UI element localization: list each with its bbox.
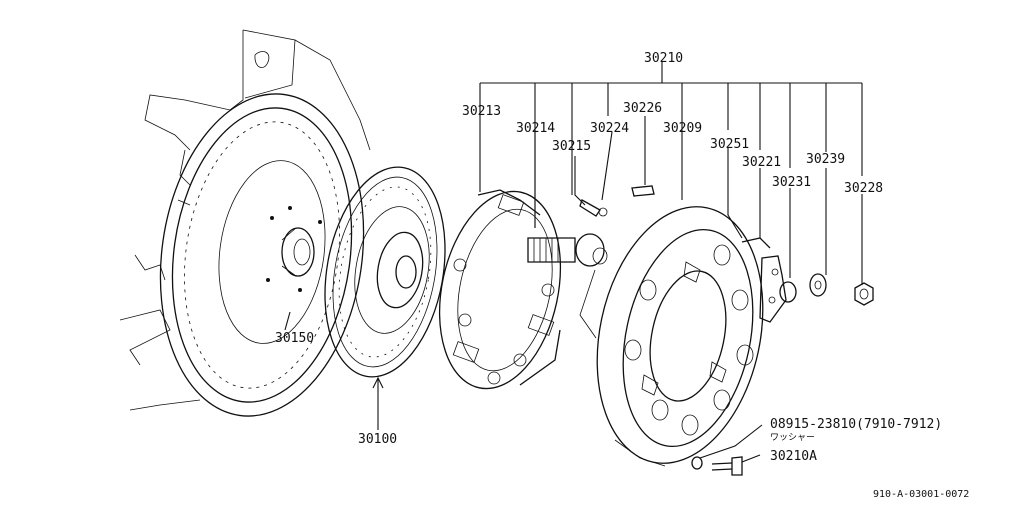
label-30239: 30239 — [806, 152, 845, 167]
label-30213: 30213 — [462, 104, 501, 119]
pin-30224 — [579, 199, 608, 217]
spring-washer-30231 — [779, 281, 797, 303]
clutch-cover — [579, 206, 764, 467]
label-30209: 30209 — [663, 121, 702, 136]
washer-08915 — [691, 456, 703, 470]
label-washer-part: 08915-23810(7910-7912) — [770, 417, 942, 432]
nut-30228 — [854, 282, 874, 306]
label-washer-note: ワッシャー — [770, 433, 815, 443]
release-bracket — [741, 237, 787, 323]
pin-30226 — [631, 185, 655, 197]
drawing-id: 910-A-03001-0072 — [873, 489, 969, 500]
label-30210a: 30210A — [770, 449, 817, 464]
engine-block-outline — [119, 29, 371, 411]
label-30150: 30150 — [275, 331, 314, 346]
label-30251: 30251 — [710, 137, 749, 152]
pressure-plate — [438, 189, 562, 390]
clutch-disc — [324, 166, 446, 378]
label-30221: 30221 — [742, 155, 781, 170]
leader-lines — [284, 62, 863, 463]
label-30215: 30215 — [552, 139, 591, 154]
label-30226: 30226 — [623, 101, 662, 116]
release-spring — [527, 233, 608, 267]
label-30100: 30100 — [358, 432, 397, 447]
label-30224: 30224 — [590, 121, 629, 136]
label-30210: 30210 — [644, 51, 683, 66]
part-labels: 30210 30213 30214 30224 30226 30209 3021… — [275, 51, 969, 500]
flywheel — [159, 93, 365, 417]
label-30231: 30231 — [772, 175, 811, 190]
label-30214: 30214 — [516, 121, 555, 136]
bolt-30210a — [711, 456, 743, 476]
washer-30239 — [809, 273, 827, 297]
label-30228: 30228 — [844, 181, 883, 196]
